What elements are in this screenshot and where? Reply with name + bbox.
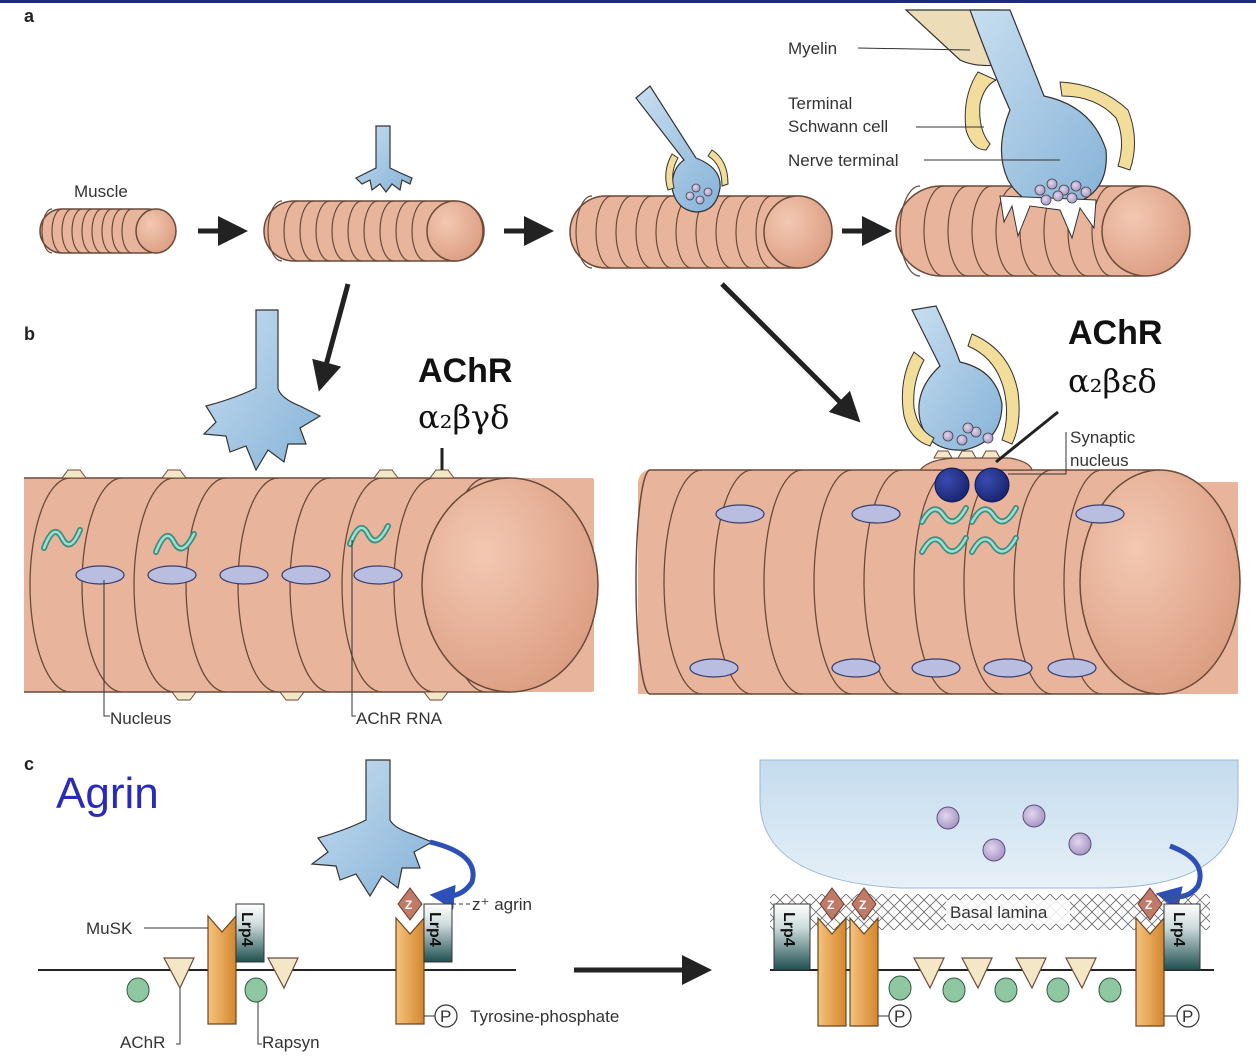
- rapsyn-label: Rapsyn: [262, 1033, 320, 1052]
- synaptic-nuclei: [934, 467, 1010, 503]
- p-label-right-2: P: [1182, 1007, 1193, 1026]
- lrp4-label-left: Lrp4: [238, 912, 255, 947]
- p-label-left: P: [440, 1007, 451, 1026]
- achr-fetal-title: AChR: [418, 352, 512, 390]
- synaptic-nucleus-leader: [1008, 432, 1067, 475]
- rapsyn-leader: [257, 1002, 262, 1045]
- z-domain-right-3: Z: [1145, 898, 1152, 912]
- musk-label: MuSK: [86, 919, 133, 938]
- lrp4-label-right-2: Lrp4: [1170, 912, 1187, 947]
- arrow-a-to-b-right: [720, 282, 861, 423]
- terminal-schwann-label-2: Schwann cell: [788, 117, 888, 136]
- synaptic-vesicles-agrin: [936, 804, 1092, 862]
- terminal-schwann-label-1: Terminal: [788, 94, 852, 113]
- growth-cone-stage-2: [354, 125, 413, 193]
- achr-rna-leader: [351, 540, 356, 717]
- muscle-fiber-prejunctional: [24, 469, 599, 701]
- z-domain-right-1: Z: [827, 898, 834, 912]
- lrp4-right-1: Lrp4: [773, 903, 811, 971]
- myelin-leader: [857, 47, 971, 51]
- muscle-fiber-stage-2: [263, 200, 485, 262]
- achr-adult-label-box: [1052, 300, 1196, 412]
- z-domain-left: Z: [405, 898, 412, 912]
- musk-receptor-activated: Z: [395, 887, 425, 1025]
- muscle-fiber-stage-3: [569, 195, 833, 269]
- panel-label-a: a: [24, 6, 35, 26]
- musk-dimer-right: Z Z: [817, 887, 879, 1027]
- nerve-terminal-synaptic: [901, 305, 1020, 451]
- lrp4-left: Lrp4: [235, 903, 265, 963]
- lrp4-right-2: Lrp4: [1163, 903, 1201, 971]
- nucleus-label: Nucleus: [110, 709, 171, 728]
- arrow-a-to-b-left: [312, 283, 351, 392]
- rapsyn-left-2: [244, 977, 268, 1003]
- lrp4-activated: Lrp4: [423, 903, 453, 963]
- muscle-fiber-synaptic: [635, 450, 1241, 695]
- nerve-terminal-label: Nerve terminal: [788, 151, 899, 170]
- p-label-right-1: P: [894, 1007, 905, 1026]
- achr-cluster-right: [913, 957, 1097, 990]
- achr-fetal-label-box: [402, 344, 542, 448]
- growth-cone-agrin: [310, 759, 434, 898]
- agrin-release-arrow-left: [429, 839, 476, 910]
- muscle-label: Muscle: [74, 182, 128, 201]
- achr-left-1: [163, 957, 195, 990]
- synaptic-nucleus-label-2: nucleus: [1070, 451, 1129, 470]
- musk-receptor-right-2: Z: [1135, 887, 1165, 1027]
- muscle-fiber-stage-1: [39, 208, 177, 254]
- rapsyn-left-1: [126, 977, 150, 1003]
- lrp4-label-activated: Lrp4: [426, 912, 443, 947]
- nucleus-leader: [103, 580, 110, 717]
- growth-cone-prejunctional: [202, 309, 322, 472]
- myelin-label: Myelin: [788, 39, 837, 58]
- achr-adult-title: AChR: [1068, 314, 1162, 352]
- muscle-fiber-stage-4: [895, 185, 1191, 277]
- achr-fetal-subunits: α₂βγδ: [418, 398, 509, 436]
- basal-lamina-label-bg: [946, 900, 1070, 924]
- achr-label: AChR: [120, 1033, 165, 1052]
- achr-left-2: [267, 957, 299, 990]
- nerve-terminal-agrin: [759, 759, 1239, 889]
- tyrosine-phosphate-label: Tyrosine-phosphate: [470, 1007, 619, 1026]
- rapsyn-cluster-right: [888, 975, 1122, 1003]
- achr-rna-label: AChR RNA: [356, 709, 443, 728]
- panel-label-b: b: [24, 324, 35, 344]
- z-domain-right-2: Z: [859, 898, 866, 912]
- mature-nerve-terminal: [904, 9, 1135, 240]
- lrp4-label-right-1: Lrp4: [780, 912, 797, 947]
- achr-adult-subunits: α₂βεδ: [1068, 362, 1157, 400]
- musk-receptor-left: [207, 914, 237, 1025]
- achr-leader: [176, 988, 181, 1045]
- agrin-title: Agrin: [56, 769, 159, 818]
- basal-lamina-label: Basal lamina: [950, 903, 1048, 922]
- nerve-terminal-stage-3: [635, 85, 729, 213]
- achr-adult-pointer: [995, 410, 1059, 464]
- panel-label-c: c: [24, 754, 34, 774]
- header-rule: [0, 0, 1256, 3]
- z-agrin-label: z⁺ agrin: [472, 895, 532, 914]
- synaptic-nucleus-label-1: Synaptic: [1070, 428, 1136, 447]
